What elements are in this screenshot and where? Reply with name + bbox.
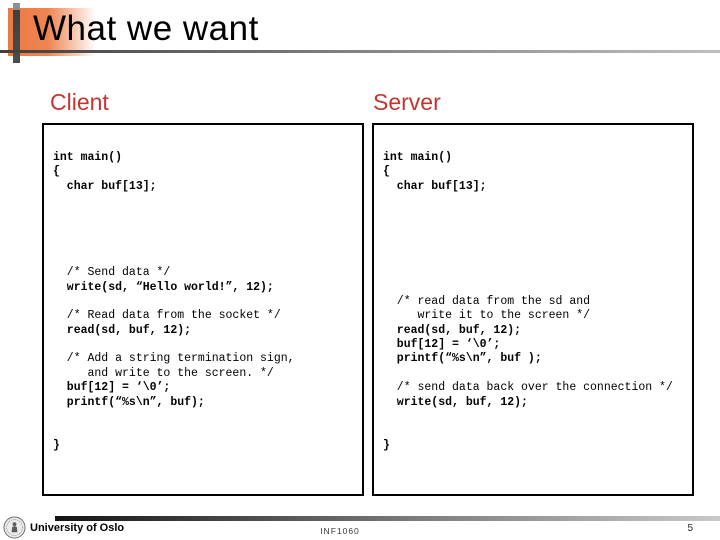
code-line: write(sd, buf, 12); xyxy=(383,395,528,409)
code-line: int main() xyxy=(383,151,453,164)
footer-rule xyxy=(55,516,720,521)
code-line: /* Add a string termination sign, xyxy=(53,352,295,366)
code-line xyxy=(383,237,692,251)
code-line: { xyxy=(383,165,390,179)
code-line: /* Send data */ xyxy=(53,266,171,280)
server-heading: Server xyxy=(373,89,441,115)
code-line: buf[12] = ‘\0’; xyxy=(383,338,501,352)
page-number: 5 xyxy=(687,523,693,534)
code-line xyxy=(383,266,692,280)
code-line: read(sd, buf, 12); xyxy=(383,323,522,337)
code-line: printf(“%s\n”, buf ); xyxy=(383,352,542,366)
code-line: printf(“%s\n”, buf); xyxy=(53,395,205,409)
code-line xyxy=(383,424,692,438)
client-heading: Client xyxy=(50,89,109,115)
code-line xyxy=(53,295,362,309)
institution-name: University of Oslo xyxy=(30,522,125,534)
code-line xyxy=(53,410,362,424)
code-line xyxy=(383,252,692,266)
code-line: and write to the screen. */ xyxy=(53,366,274,380)
university-of-oslo-seal-icon xyxy=(3,516,26,539)
code-line: write it to the screen */ xyxy=(383,309,591,323)
code-line: { xyxy=(53,165,60,179)
code-line xyxy=(53,237,362,251)
code-line: write(sd, “Hello world!”, 12); xyxy=(53,280,274,294)
code-line: buf[12] = ‘\0’; xyxy=(53,381,171,395)
code-line: char buf[13]; xyxy=(383,179,487,193)
code-line: char buf[13]; xyxy=(53,179,157,193)
code-line xyxy=(53,194,362,208)
code-line xyxy=(53,424,362,438)
course-code: INF1060 xyxy=(320,526,360,536)
code-line xyxy=(383,281,692,295)
code-line: read(sd, buf, 12); xyxy=(53,323,192,337)
code-line xyxy=(53,338,362,352)
slide-title: What we want xyxy=(33,9,259,48)
code-block: int main(){ char buf[13]; /* Send data *… xyxy=(44,125,362,453)
code-line xyxy=(383,209,692,223)
code-line xyxy=(383,194,692,208)
code-line xyxy=(383,223,692,237)
code-line: int main() xyxy=(53,151,123,164)
code-line xyxy=(53,252,362,266)
code-block: int main(){ char buf[13]; /* read data f… xyxy=(374,125,692,453)
client-code-box: int main(){ char buf[13]; /* Send data *… xyxy=(42,123,364,496)
server-code-box: int main(){ char buf[13]; /* read data f… xyxy=(372,123,694,496)
code-line xyxy=(53,209,362,223)
code-line: } xyxy=(53,438,60,452)
title-accent-block xyxy=(8,8,96,56)
code-line xyxy=(383,410,692,424)
code-line xyxy=(53,223,362,237)
code-line: /* Read data from the socket */ xyxy=(53,309,281,323)
title-rule xyxy=(0,50,720,53)
code-line: } xyxy=(383,438,390,452)
code-line xyxy=(383,367,692,381)
code-line: /* read data from the sd and xyxy=(383,294,591,308)
title-vertical-bar xyxy=(13,3,20,63)
code-line: /* send data back over the connection */ xyxy=(383,381,673,395)
